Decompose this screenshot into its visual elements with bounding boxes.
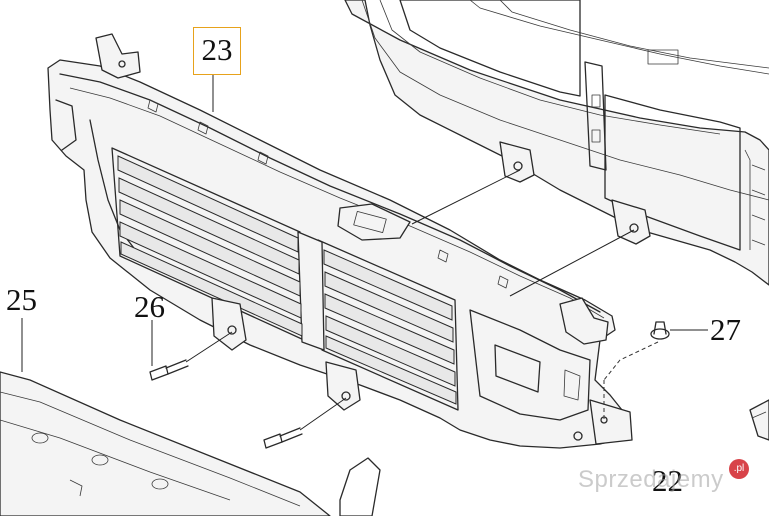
callout-26: 26 — [134, 289, 165, 324]
part-26-bolts — [149, 359, 303, 449]
watermark-badge: .pl — [729, 459, 749, 479]
callout-23: 23 — [193, 27, 241, 75]
leader-lines — [21, 74, 708, 431]
callout-25: 25 — [6, 282, 37, 317]
part-22-rear-frame — [344, 0, 769, 441]
callout-27: 27 — [710, 312, 741, 347]
part-27-clip — [650, 321, 670, 340]
part-23-active-grille-shutter — [47, 33, 633, 449]
callout-22: 22 — [652, 463, 683, 498]
watermark-text: Sprzedajemy — [578, 466, 724, 493]
part-25-lower-beam — [0, 371, 381, 516]
